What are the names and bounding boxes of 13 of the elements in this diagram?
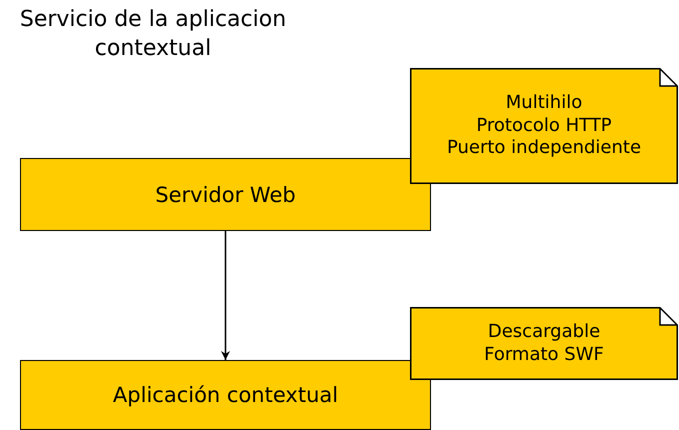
arrow (221, 231, 230, 360)
note-text: Multihilo (506, 92, 582, 115)
note-text: Formato SWF (484, 344, 604, 366)
note-shape (410, 68, 678, 184)
note-text: Protocolo HTTP (476, 114, 612, 138)
box-label: Servidor Web (155, 182, 296, 206)
note-text: Puerto independiente (446, 137, 642, 160)
note-text: Descargable (488, 321, 600, 344)
note-shape (410, 307, 678, 380)
process-box (20, 360, 431, 430)
process-box (20, 158, 431, 231)
box-label: Aplicación contextual (112, 383, 338, 407)
diagram-title: Servicio de la aplicacion contextual (18, 6, 288, 63)
